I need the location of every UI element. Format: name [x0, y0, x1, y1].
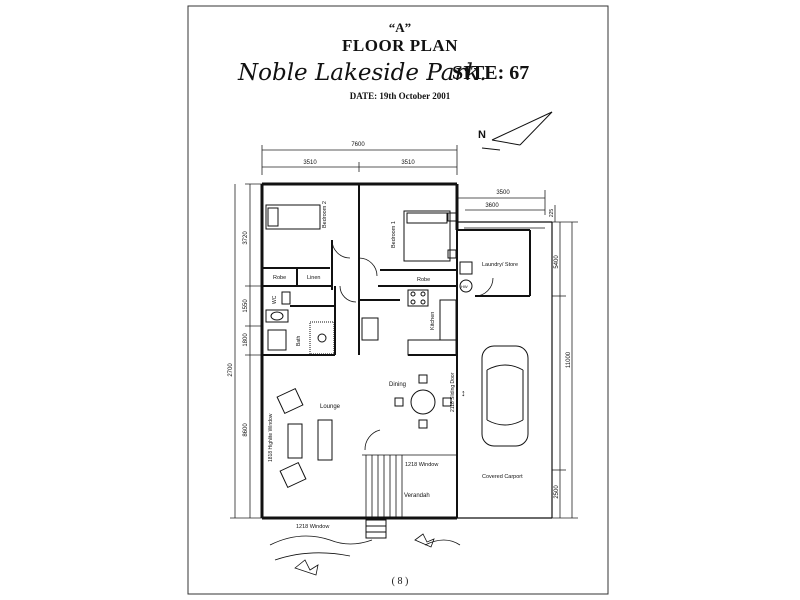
label-dining: Dining	[389, 382, 406, 388]
north-label: N	[478, 129, 486, 141]
site-label: SITE: 67	[452, 62, 530, 84]
label-laundry: Laundry/ Store	[482, 262, 518, 268]
dim-left-3: 1800	[243, 333, 249, 347]
entry-steps	[365, 519, 387, 539]
north-arrow-icon	[481, 111, 553, 151]
plan-letter: “A”	[388, 20, 412, 35]
label-sliding-door: 2118 Sliding Door	[450, 372, 456, 412]
label-window-1: 1218 Window	[405, 462, 438, 468]
dim-carport-inner: 3600	[485, 203, 499, 209]
dim-left-width: 3510	[303, 160, 317, 166]
door-swings	[331, 239, 494, 451]
label-bedroom-1: Bedroom 1	[391, 221, 397, 248]
kitchen-fixtures	[361, 261, 473, 356]
label-robe-right: Robe	[417, 277, 430, 283]
dim-left-2: 1550	[243, 299, 249, 313]
page-title: FLOOR PLAN	[342, 36, 458, 55]
label-bath: Bath	[296, 335, 302, 346]
park-name: Noble Lakeside Park.	[238, 60, 487, 86]
dim-overall-width: 7600	[351, 142, 365, 148]
dim-right-small: 225	[549, 209, 555, 218]
left-dimensions	[230, 183, 262, 519]
right-dimensions	[552, 205, 578, 519]
bed-bedroom-2	[265, 204, 321, 230]
dim-right-width: 3510	[401, 160, 415, 166]
label-kitchen: Kitchen	[430, 312, 436, 330]
label-robe-left: Robe	[273, 275, 286, 281]
dim-carport-width: 3500	[496, 190, 510, 196]
lounge-furniture	[276, 387, 333, 489]
dim-left-5: 8600	[243, 423, 249, 437]
page-border	[187, 5, 609, 595]
dining-table	[394, 374, 452, 429]
dim-left-4: 2700	[228, 363, 234, 377]
date-label: DATE: 19th October 2001	[349, 91, 451, 101]
label-bedroom-2: Bedroom 2	[322, 201, 328, 228]
dim-left-1: 3720	[243, 231, 249, 245]
dim-carport-2: 2500	[554, 485, 560, 499]
top-dimensions	[261, 145, 546, 215]
hw-label: HW	[461, 284, 468, 289]
label-wc: WC	[272, 295, 278, 304]
dim-right-total: 11000	[566, 351, 572, 368]
dim-carport-1: 5400	[554, 255, 560, 269]
label-verandah: Verandah	[404, 493, 430, 499]
label-window-2: 1218 Window	[296, 524, 329, 530]
car-outline	[481, 345, 529, 447]
bathroom-fixtures	[265, 291, 335, 355]
interior-walls	[262, 184, 531, 356]
label-lounge: Lounge	[320, 404, 341, 410]
label-highlite: 1818 Highlite Window	[268, 413, 274, 462]
label-linen: Linen	[307, 275, 320, 281]
verandah-deck	[362, 454, 457, 518]
page-number: ( 8 )	[391, 576, 409, 587]
label-sliding-door-arrow: ↕	[461, 388, 466, 398]
bed-bedroom-1	[403, 210, 457, 262]
label-carport: Covered Carport	[482, 474, 523, 480]
garden-plants	[269, 533, 461, 576]
